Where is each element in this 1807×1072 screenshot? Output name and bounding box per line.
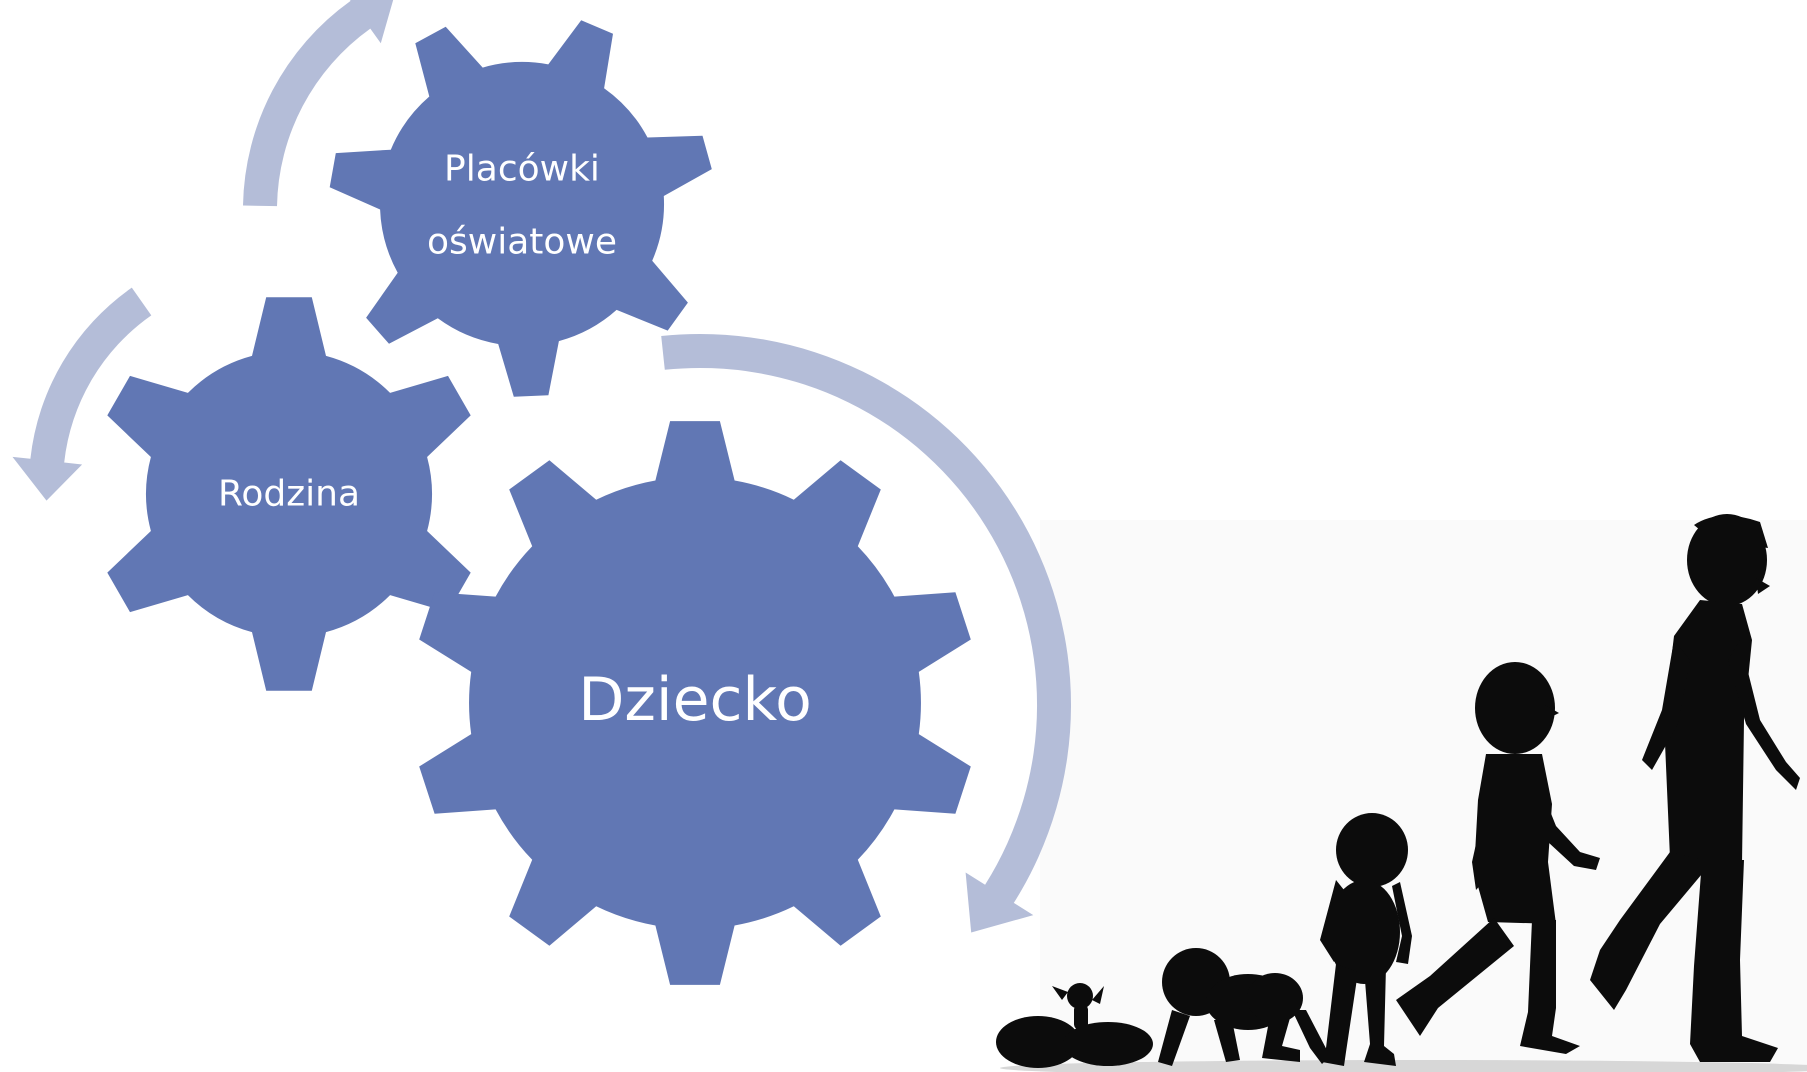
gear-child: Dziecko bbox=[419, 421, 971, 985]
silhouette-adult bbox=[1590, 514, 1800, 1062]
gear-child-shape bbox=[419, 421, 971, 985]
gear-school: Placówki oświatowe bbox=[329, 20, 712, 397]
gear-school-label-line2: oświatowe bbox=[427, 222, 617, 263]
cycle-arrow-top bbox=[243, 0, 394, 207]
silhouette-child bbox=[1396, 662, 1600, 1054]
gear-family-label: Rodzina bbox=[218, 474, 360, 515]
gear-child-label: Dziecko bbox=[578, 665, 812, 735]
silhouette-baby-lying bbox=[996, 983, 1153, 1068]
gear-school-shape bbox=[329, 20, 712, 397]
cycle-arrow-left bbox=[12, 287, 152, 501]
gear-school-label-line1: Placówki bbox=[444, 149, 600, 190]
cycle-arrows bbox=[12, 0, 1072, 933]
gear-family: Rodzina bbox=[107, 297, 471, 691]
cycle-arrow-right bbox=[661, 333, 1072, 933]
ground-shadow bbox=[1000, 1060, 1807, 1072]
growth-silhouettes bbox=[996, 514, 1800, 1068]
silhouette-toddler bbox=[1320, 813, 1412, 1066]
silhouette-baby-crawling bbox=[1158, 948, 1330, 1066]
gear-family-shape bbox=[107, 297, 471, 691]
